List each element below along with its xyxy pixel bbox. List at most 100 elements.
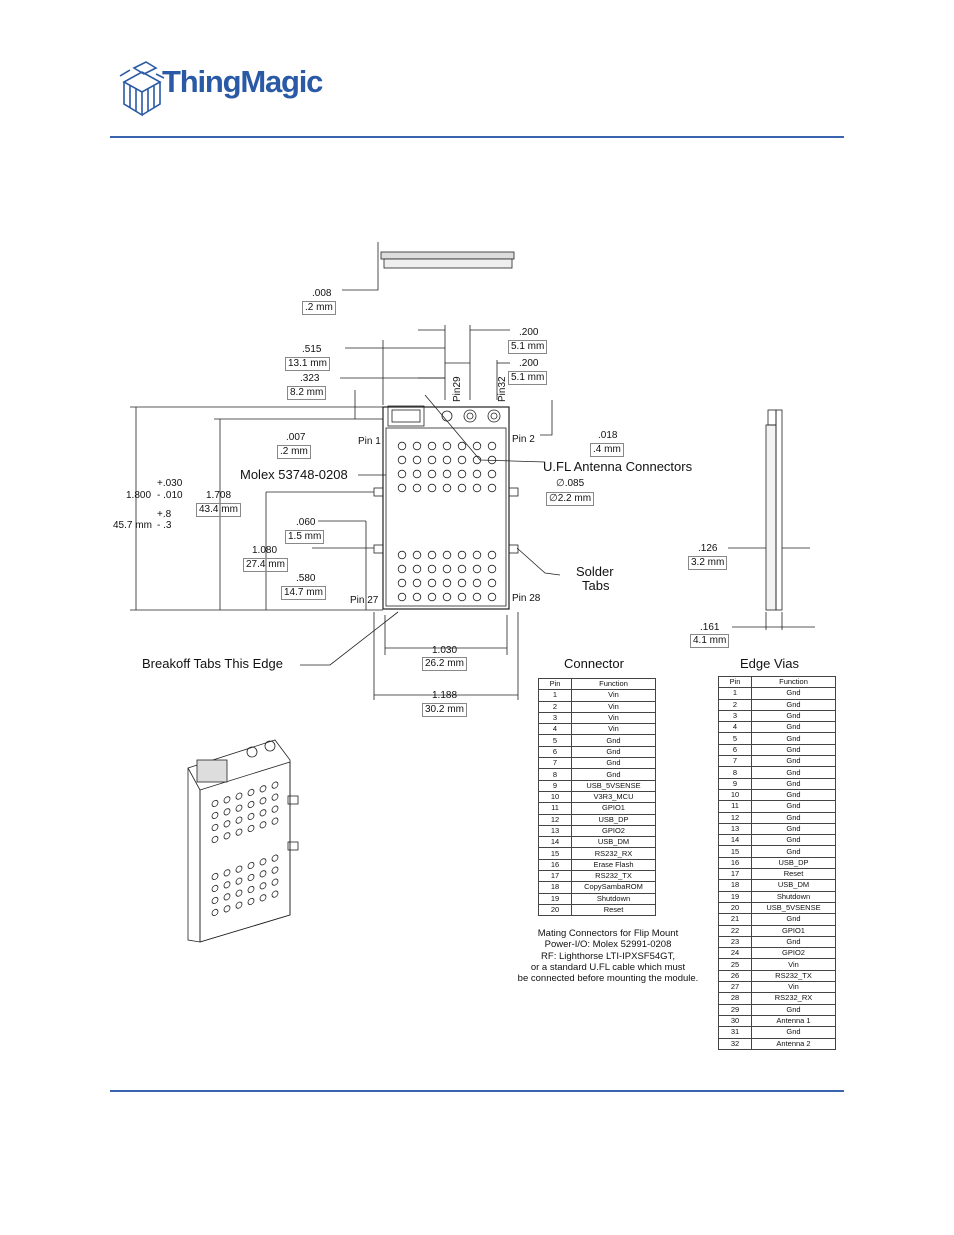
pin-cell: 7 <box>538 757 572 770</box>
pin-cell: 20 <box>538 903 572 917</box>
pin-cell: 19 <box>718 890 752 903</box>
pin-cell: 9 <box>718 777 752 790</box>
pin-cell: 25 <box>718 958 752 971</box>
function-cell: Gnd <box>571 745 656 759</box>
pin-cell: 8 <box>538 768 572 781</box>
note-line: Mating Connectors for Flip Mount <box>537 928 679 939</box>
pin-cell: 7 <box>718 755 752 768</box>
dim-value: 1.030 <box>432 645 458 656</box>
footer-rule <box>110 1090 844 1092</box>
pin-cell: 17 <box>718 868 752 881</box>
function-cell: Gnd <box>751 698 836 711</box>
dim-value: .200 <box>519 327 539 338</box>
note-line: Power-I/O: Molex 52991-0208 <box>544 939 672 951</box>
cube-logo-icon <box>119 61 165 117</box>
dim-value: .008 <box>312 288 332 299</box>
function-cell: CopySambaROM <box>571 881 656 894</box>
pin-cell: 32 <box>718 1037 752 1050</box>
function-cell: USB_DM <box>571 836 656 849</box>
pin-cell: 12 <box>718 811 752 824</box>
dim-mm: 13.1 mm <box>285 357 330 371</box>
function-cell: Gnd <box>751 766 836 779</box>
dim-value: 1.188 <box>432 690 458 701</box>
dim-mm: .2 mm <box>302 301 336 315</box>
label-molex: Molex 53748-0208 <box>240 467 348 482</box>
pin-cell: 4 <box>718 721 752 734</box>
function-cell: Gnd <box>751 755 836 768</box>
function-cell: USB_5VSENSE <box>751 901 836 915</box>
dim-mm: 8.2 mm <box>287 386 327 400</box>
dim-mm: 30.2 mm <box>422 703 467 717</box>
function-cell: Gnd <box>751 743 836 757</box>
pin-cell: 12 <box>538 813 572 826</box>
function-cell: USB_DP <box>751 856 836 870</box>
label-ufl: U.FL Antenna Connectors <box>543 459 693 474</box>
dim-value: .060 <box>296 517 316 528</box>
dim-mm: 43.4 mm <box>196 503 241 517</box>
function-cell: Gnd <box>571 768 656 781</box>
pin-cell: 17 <box>538 870 572 883</box>
dim-value: 1.080 <box>252 545 278 556</box>
function-cell: Gnd <box>751 721 836 734</box>
label-pin27: Pin 27 <box>350 595 379 606</box>
pin-cell: 4 <box>538 723 572 736</box>
function-cell: USB_DP <box>571 813 656 826</box>
note-line: be connected before mounting the module. <box>517 973 699 985</box>
pin-cell: 3 <box>538 711 572 725</box>
label-pin32: Pin32 <box>497 376 508 402</box>
function-cell: Gnd <box>751 788 836 802</box>
dim-mm: 5.1 mm <box>508 340 548 354</box>
pin-cell: 11 <box>538 802 572 815</box>
column-header: Pin <box>538 677 572 691</box>
pin-cell: 20 <box>718 901 752 915</box>
column-header: Pin <box>718 675 752 689</box>
label-pin28: Pin 28 <box>512 593 541 604</box>
pin-cell: 5 <box>538 734 572 747</box>
function-cell: Gnd <box>751 935 836 949</box>
label-pin2: Pin 2 <box>512 434 535 445</box>
pin-cell: 19 <box>538 892 572 905</box>
dim-mm: .4 mm <box>590 443 624 457</box>
function-cell: Gnd <box>751 777 836 790</box>
dim-mm: ∅2.2 mm <box>546 492 595 506</box>
dim-value: .161 <box>700 622 720 633</box>
column-header: Function <box>571 677 656 691</box>
function-cell: Gnd <box>571 734 656 747</box>
pin-cell: 21 <box>718 913 752 926</box>
overall-tol-dn: - .010 <box>157 490 183 501</box>
pin-cell: 13 <box>538 824 572 838</box>
function-cell: Reset <box>571 903 656 917</box>
connector-title: Connector <box>564 656 624 671</box>
overall-mm-tol-dn: - .3 <box>157 520 172 531</box>
pin-cell: 23 <box>718 935 752 949</box>
pin-cell: 18 <box>718 879 752 892</box>
dim-value: .515 <box>302 344 322 355</box>
pin-cell: 22 <box>718 924 752 937</box>
pin-cell: 5 <box>718 732 752 745</box>
function-cell: RS232_RX <box>571 847 656 860</box>
label-pin29: Pin29 <box>452 376 463 402</box>
dim-value: ∅.085 <box>556 478 585 489</box>
pin-cell: 13 <box>718 822 752 836</box>
